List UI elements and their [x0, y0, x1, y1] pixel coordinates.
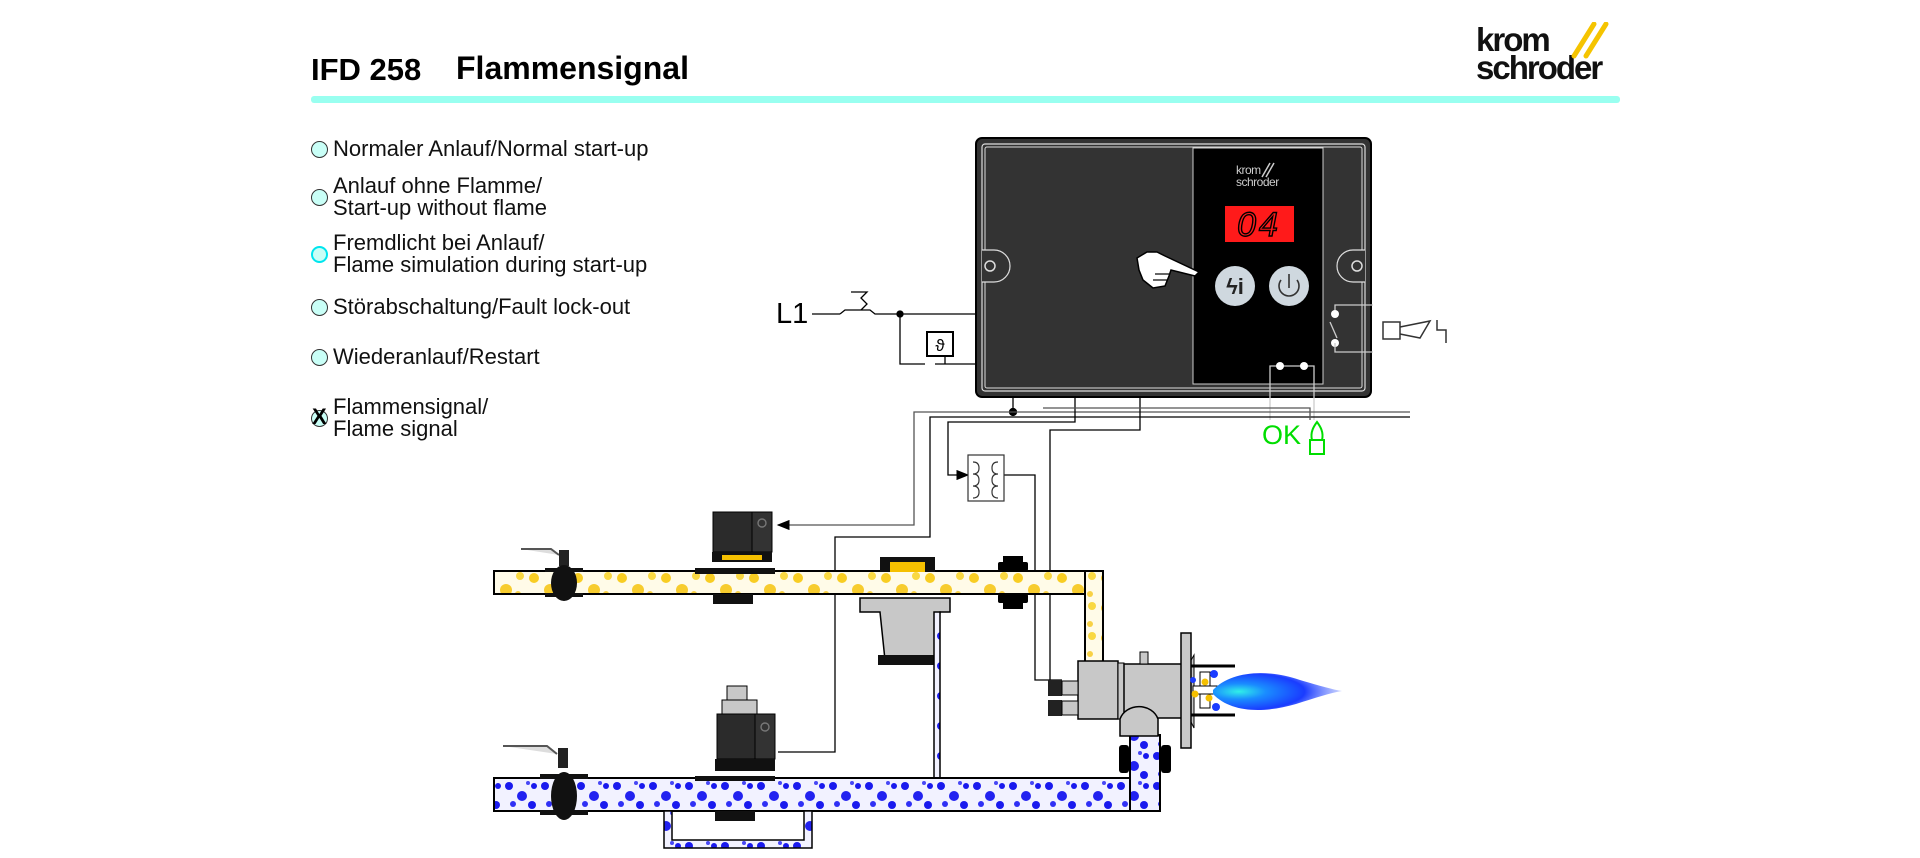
title-divider: [311, 96, 1620, 103]
state-radio-icon[interactable]: [311, 140, 328, 158]
legend-label: Wiederanlauf/Restart: [333, 344, 540, 369]
logo-line1: krom: [1476, 21, 1551, 58]
air-solenoid-valve: [695, 685, 776, 821]
gas-flange-union: [998, 556, 1028, 609]
flame-ok-label: OK: [1262, 420, 1301, 450]
legend-label: Normaler Anlauf/Normal start-up: [333, 136, 649, 161]
legend-item-normal-startup[interactable]: Normaler Anlauf/Normal start-up: [311, 138, 648, 160]
air-pipeline: [493, 734, 1161, 849]
legend-item-flame-signal[interactable]: X Flammensignal/ Flame signal: [311, 396, 488, 440]
air-flange-union: [1119, 745, 1171, 773]
gas-solenoid-valve-1: [695, 511, 775, 604]
wiring: [776, 291, 1410, 753]
gas-pipeline: [493, 570, 1104, 672]
burner: [1048, 632, 1342, 749]
reset-info-icon: ϟi: [1226, 274, 1244, 299]
kromschroder-logo: krom schroder: [1476, 22, 1626, 92]
front-panel: [1192, 147, 1324, 385]
page-title: Flammensignal: [456, 50, 689, 86]
alarm-horn-icon: [1382, 319, 1447, 343]
ifd258-controller: 04 krom schroder ϟi: [975, 137, 1373, 420]
legend-item-fault-lockout[interactable]: Störabschaltung/Fault lock-out: [311, 296, 630, 318]
state-radio-icon[interactable]: [311, 188, 328, 206]
legend-label: Anlauf ohne Flamme/ Start-up without fla…: [333, 173, 547, 220]
pointing-hand-icon: [1136, 251, 1201, 289]
mounting-lug-left: [982, 249, 1011, 283]
legend-item-restart[interactable]: Wiederanlauf/Restart: [311, 346, 540, 368]
logo-line2: schroder: [1476, 49, 1603, 86]
state-radio-icon[interactable]: [311, 298, 328, 316]
power-button[interactable]: [1269, 266, 1309, 306]
thermostat-icon: ϑ: [935, 336, 945, 355]
panel-logo-line1: krom: [1236, 163, 1261, 177]
selected-x-mark: X: [312, 403, 327, 429]
state-radio-icon[interactable]: [311, 245, 328, 263]
display-value: 04: [1237, 206, 1281, 244]
legend-item-flame-simulation[interactable]: Fremdlicht bei Anlauf/ Flame simulation …: [311, 232, 647, 276]
legend-item-startup-without-flame[interactable]: Anlauf ohne Flamme/ Start-up without fla…: [311, 175, 547, 219]
panel-logo-line2: schroder: [1236, 175, 1279, 189]
supply-l1-label: L1: [776, 298, 808, 330]
air-ball-valve-icon: [503, 745, 588, 820]
ignition-transformer-icon: [967, 454, 1005, 502]
legend-label: Flammensignal/ Flame signal: [333, 394, 489, 441]
flame-sensor-icon: [1309, 420, 1325, 455]
legend-label: Fremdlicht bei Anlauf/ Flame simulation …: [333, 230, 648, 277]
state-radio-icon[interactable]: [311, 348, 328, 366]
reset-info-button[interactable]: ϟi: [1215, 266, 1255, 306]
led-display: [1225, 206, 1294, 242]
gas-ball-valve-icon: [521, 548, 583, 601]
logo-slash-icon: [1571, 22, 1609, 59]
legend-label: Störabschaltung/Fault lock-out: [333, 294, 631, 319]
state-radio-selected-icon[interactable]: X: [311, 405, 328, 427]
mounting-lug-right: [1336, 249, 1365, 283]
pressure-regulator: [859, 557, 951, 783]
burner-flame: [1213, 673, 1342, 710]
device-model: IFD 258: [311, 52, 422, 87]
power-icon: [1278, 279, 1300, 297]
air-bypass-line: [663, 810, 813, 849]
